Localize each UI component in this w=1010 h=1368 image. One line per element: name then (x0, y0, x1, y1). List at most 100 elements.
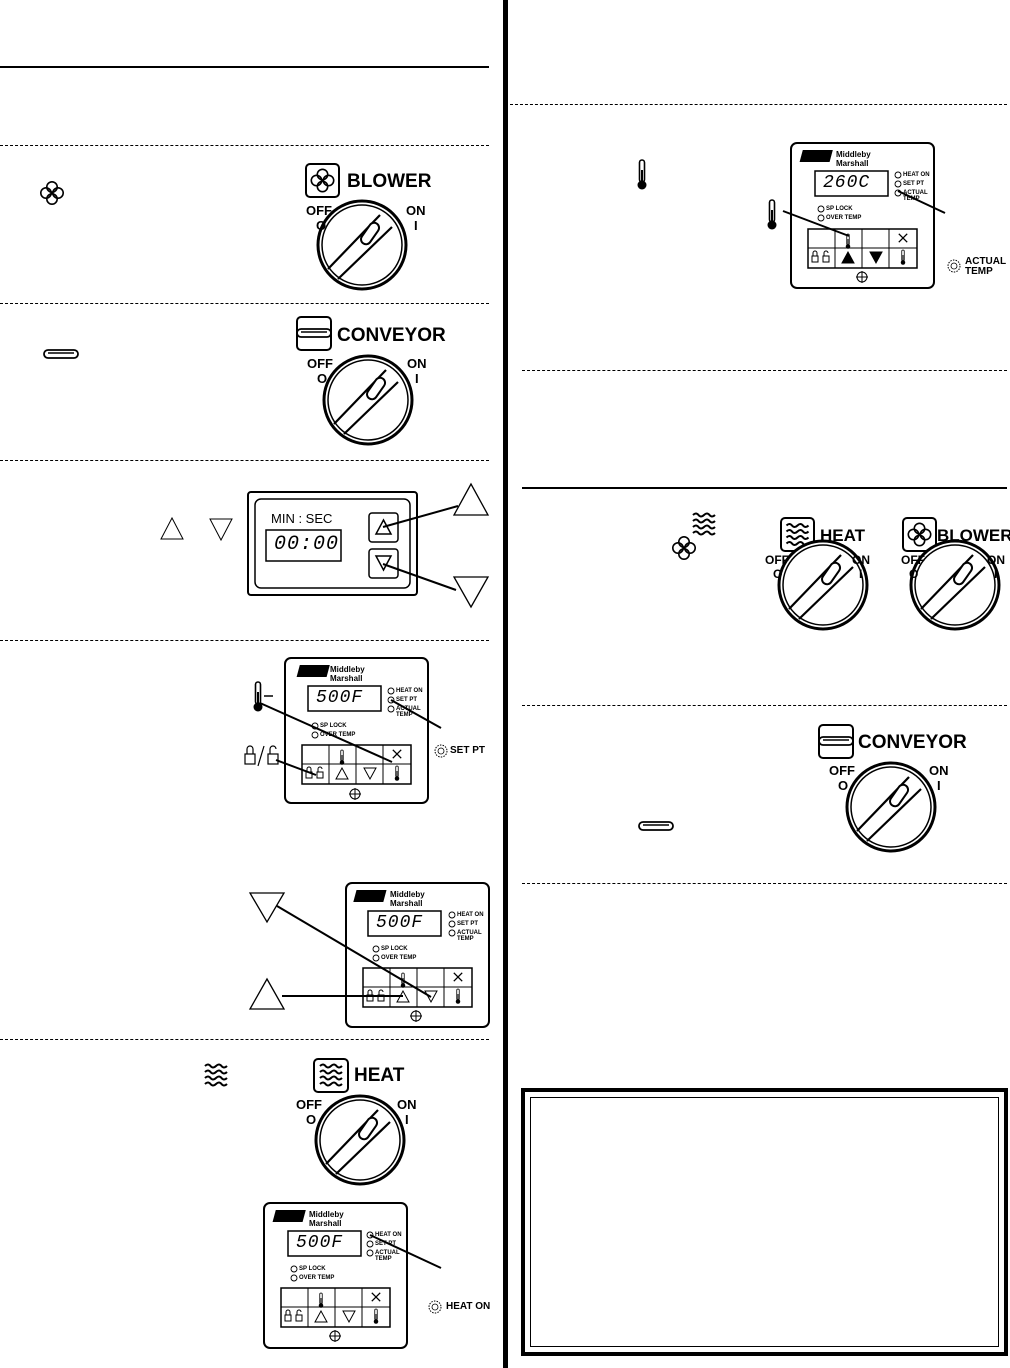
led-heat-on-label: HEAT ON (375, 1232, 402, 1238)
notice-box-inner (530, 1097, 999, 1347)
on-label: ON (852, 553, 870, 567)
led-set-pt-label: SET PT (457, 921, 479, 927)
column-divider (503, 0, 508, 1368)
heat-title: HEAT (354, 1065, 405, 1086)
fan-icon (39, 181, 65, 205)
on-label: ON (407, 356, 427, 371)
blower-title: BLOWER (347, 171, 432, 192)
dashed-divider (0, 460, 489, 461)
conveyor-knob-right (845, 761, 937, 853)
actual-temp-display: 260C (823, 173, 871, 193)
off-label: OFF (296, 1097, 322, 1112)
conveyor-icon (638, 821, 674, 831)
dashed-divider (522, 705, 1007, 706)
dashed-divider (510, 104, 1007, 105)
heat-icon-box (313, 1058, 349, 1093)
led-over-temp-label: OVER TEMP (826, 215, 862, 221)
conveyor-icon (43, 349, 79, 359)
led-sp-lock-label: SP LOCK (299, 1266, 326, 1272)
heat-on-indicator-label: HEAT ON (446, 1301, 491, 1312)
heat-knob (314, 1094, 406, 1186)
thermometer-icon (636, 159, 648, 191)
off-label: OFF (306, 203, 332, 218)
on-symbol: I (405, 1112, 409, 1127)
set-pt-indicator-label: SET PT (450, 745, 486, 756)
fan-icon (671, 535, 697, 561)
led-sp-lock-label: SP LOCK (320, 723, 347, 729)
controller-1 (284, 657, 429, 804)
blower-title: BLOWER (937, 526, 1010, 545)
conveyor-title: CONVEYOR (337, 325, 446, 346)
lock-unlock-icon (244, 745, 279, 767)
dashed-divider (0, 145, 489, 146)
on-label: ON (929, 763, 949, 778)
dashed-divider (522, 370, 1007, 371)
led-over-temp-label: OVER TEMP (320, 732, 356, 738)
conveyor-icon-box (296, 316, 332, 351)
on-symbol: I (414, 218, 418, 233)
led-sp-lock-label: SP LOCK (381, 946, 408, 952)
led-heat-on-label: HEAT ON (457, 912, 484, 918)
thermometer-icon (252, 681, 264, 713)
timer-display: 00:00 (274, 533, 340, 556)
thermometer-icon (766, 199, 778, 231)
on-symbol: I (859, 567, 863, 581)
on-symbol: I (415, 371, 419, 386)
conveyor-title: CONVEYOR (858, 732, 967, 753)
dashed-divider (0, 303, 489, 304)
dashed-divider (0, 1039, 489, 1040)
on-label: ON (397, 1097, 417, 1112)
on-symbol: I (994, 567, 998, 581)
left-header-rule (0, 66, 489, 68)
timer-label: MIN : SEC (271, 511, 333, 526)
led-heat-on-label: HEAT ON (903, 172, 930, 178)
off-label: OFF (829, 763, 855, 778)
off-symbol: O (316, 218, 327, 233)
on-label: ON (406, 203, 426, 218)
setpoint-display: 500F (316, 688, 364, 708)
conveyor-icon-box (818, 724, 854, 759)
setpoint-display: 500F (296, 1233, 344, 1253)
led-over-temp-label: OVER TEMP (381, 955, 417, 961)
off-symbol: O (306, 1112, 317, 1127)
controller-4 (790, 142, 935, 289)
down-arrow-icon (248, 892, 286, 924)
led-sp-lock-label: SP LOCK (826, 206, 853, 212)
actual-temp-indicator-icon (947, 259, 961, 273)
off-symbol: O (317, 371, 328, 386)
up-arrow-icon (248, 977, 286, 1010)
dashed-divider (522, 883, 1007, 884)
on-symbol: I (937, 778, 941, 793)
led-heat-on-label: HEAT ON (396, 688, 423, 694)
led-set-pt-label: SET PT (903, 181, 925, 187)
off-symbol: O (773, 567, 783, 581)
heat-title: HEAT (820, 526, 866, 545)
right-section-rule (522, 487, 1007, 489)
heat-waves-icon (692, 512, 716, 536)
led-over-temp-label: OVER TEMP (299, 1275, 335, 1281)
led-set-pt-label: SET PT (396, 697, 418, 703)
controller-2 (345, 882, 490, 1028)
set-pt-indicator-icon (434, 744, 448, 758)
off-label: OFF (765, 553, 789, 567)
setpoint-display: 500F (376, 913, 424, 933)
conveyor-knob (322, 354, 414, 446)
off-symbol: O (909, 567, 919, 581)
led-set-pt-label: SET PT (375, 1241, 397, 1247)
dashed-divider (0, 640, 489, 641)
on-label: ON (987, 553, 1005, 567)
controller-3 (263, 1202, 408, 1349)
off-label: OFF (307, 356, 333, 371)
heat-on-indicator-icon (428, 1300, 442, 1314)
off-symbol: O (838, 778, 849, 793)
